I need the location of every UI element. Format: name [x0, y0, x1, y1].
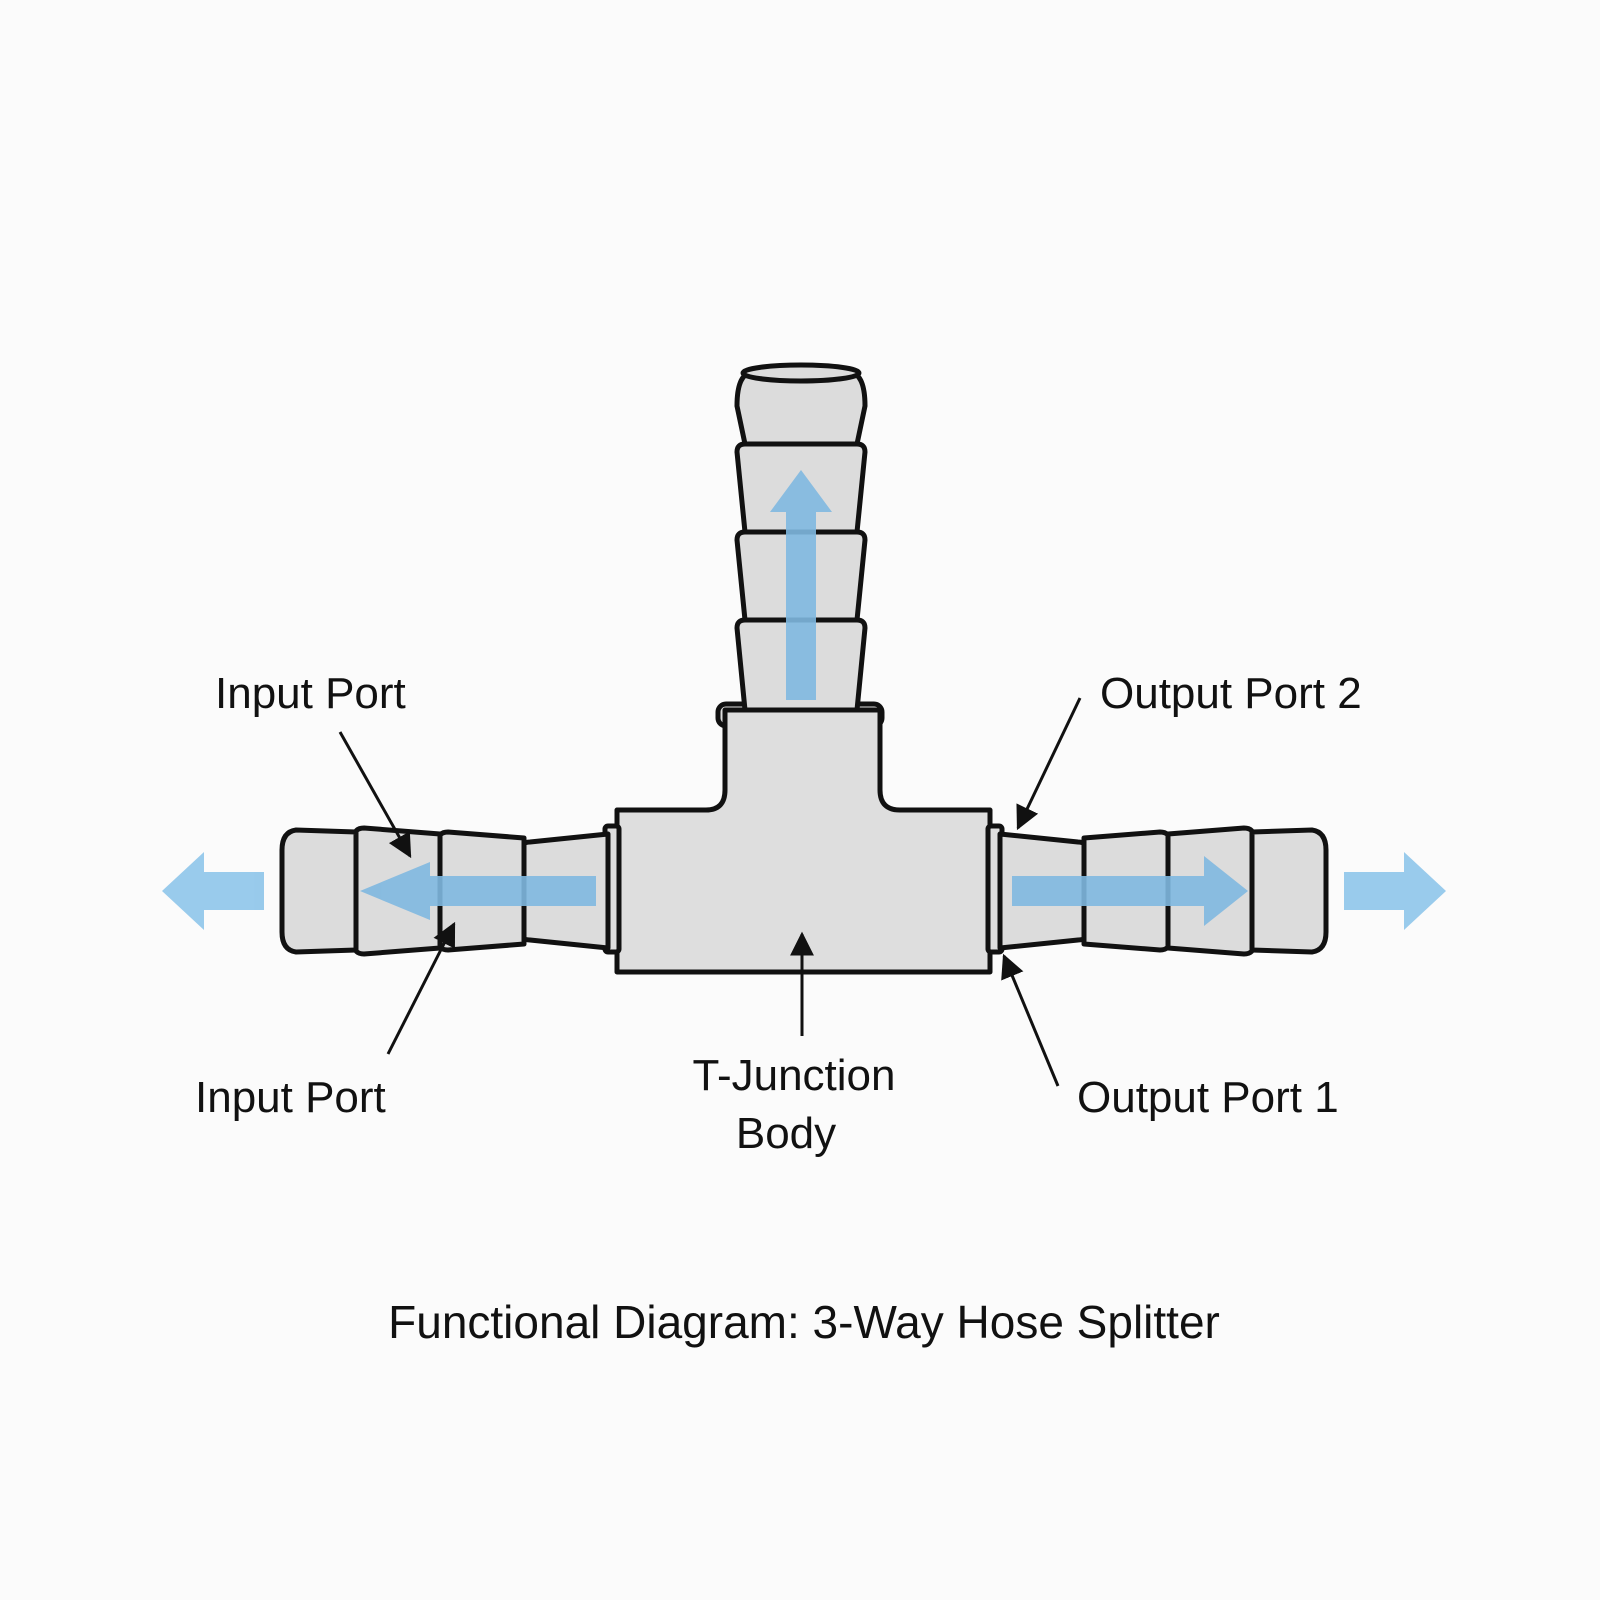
label-output-port-1: Output Port 1	[1077, 1073, 1339, 1122]
left-barb-cap	[279, 827, 359, 955]
leader-output-port-2	[1016, 697, 1082, 831]
label-input-port-bottom: Input Port	[195, 1073, 386, 1122]
labels: Input Port Input Port Output Port 2 Outp…	[195, 669, 1362, 1348]
t-junction-body	[614, 707, 993, 975]
leader-input-port-bottom	[386, 921, 456, 1055]
flow-arrow-left-outer-icon	[162, 852, 264, 930]
leader-output-port-1	[1001, 953, 1060, 1087]
top-opening	[740, 362, 862, 384]
label-input-port-top: Input Port	[215, 669, 406, 718]
label-t-junction: T-Junction	[693, 1051, 896, 1100]
flow-arrow-right-outer-icon	[1344, 852, 1446, 930]
flow-arrows	[162, 470, 1446, 930]
diagram-caption: Functional Diagram: 3-Way Hose Splitter	[388, 1296, 1220, 1348]
flow-arrow-up-icon	[770, 470, 832, 700]
right-barb-cap	[1249, 827, 1329, 955]
leader-input-port-top	[338, 731, 412, 859]
flow-arrow-right-inner-icon	[1012, 856, 1248, 926]
label-output-port-2: Output Port 2	[1100, 669, 1362, 718]
leader-lines	[338, 697, 1082, 1087]
label-t-junction-body: Body	[736, 1109, 836, 1158]
flow-arrow-left-inner-icon	[360, 862, 596, 920]
